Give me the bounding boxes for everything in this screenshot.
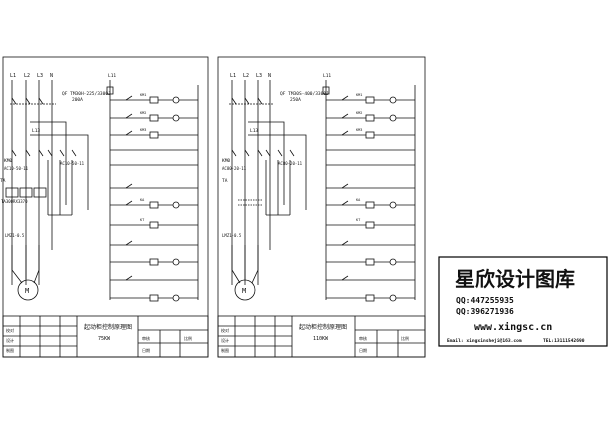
sheet-2-cell-check: 校对 (221, 327, 229, 333)
breaker-rating: 200A (72, 97, 83, 103)
phase-label-l3-2: L3 (256, 73, 262, 79)
ta-label: TA (0, 178, 6, 184)
sheet-2-cell-date: 日期 (359, 347, 367, 353)
sheet-1-cell-draw: 制图 (6, 347, 14, 353)
sheet-2-title: 起动柜控制原理图 (299, 323, 347, 331)
breaker-label-2: QF TM30S-400/3300J (280, 91, 329, 97)
sheet-2-power: 110KW (313, 336, 329, 342)
svg-text:KT: KT (140, 218, 145, 222)
svg-text:KM3: KM3 (140, 128, 146, 132)
ctrl-top-label: L11 (108, 73, 116, 79)
phase-label-l1-2: L1 (230, 73, 236, 79)
sheet-2-cell-draw: 制图 (221, 347, 229, 353)
rung-elements-2 (341, 95, 397, 302)
mains-label-2: L13 (250, 128, 258, 134)
svg-text:KA: KA (140, 198, 145, 202)
bottom-label: LMZ1-0.5 (5, 233, 25, 238)
ta-box-2 (19, 187, 33, 198)
svg-text:KM2: KM2 (140, 111, 146, 115)
ta-type: TA300RX3370 (1, 199, 28, 204)
watermark-url: www.xingsc.cn (474, 321, 552, 333)
svg-text:KM3: KM3 (356, 128, 362, 132)
svg-text:KM1: KM1 (140, 93, 146, 97)
ta-box-3 (33, 187, 47, 198)
watermark-title: 星欣设计图库 (455, 267, 575, 291)
ac-label: AC10-50-11 (4, 166, 29, 171)
svg-text:KA: KA (356, 198, 361, 202)
rung-elements (125, 95, 180, 302)
ta-box-1 (5, 187, 19, 198)
ac-label-2: AC80-20-11 (222, 166, 247, 171)
sheet-2-cell-design: 设计 (221, 337, 229, 343)
ctrl-top-label-2: L11 (323, 73, 331, 79)
sheet-1: L1 L2 L3 N QF TM30H-225/3300J 200A L13 K… (0, 56, 209, 358)
sheet-1-power: 75KW (98, 336, 111, 342)
sheet-1-cell-check: 校对 (6, 327, 14, 333)
sheet-1-cell-design: 设计 (6, 337, 14, 343)
km0-label: KM0 (4, 158, 12, 164)
watermark-qq1: QQ:447255935 (456, 296, 514, 305)
sheet-2: L1 L2 L3 N QF TM30S-400/3300J 250A L13 K… (217, 56, 426, 358)
watermark-box: 星欣设计图库 QQ:447255935 QQ:396271936 www.xin… (438, 256, 608, 347)
svg-text:KT: KT (356, 218, 361, 222)
watermark-email: Email: xingxinsheji@163.com (447, 337, 522, 344)
sheet-2-cell-review: 审核 (359, 335, 367, 341)
svg-text:AC80-20-11: AC80-20-11 (278, 161, 303, 166)
sheet-1-cell-scale: 比例 (184, 335, 192, 341)
fuse-symbol-2 (322, 86, 330, 95)
motor-symbol (17, 279, 39, 301)
mains-label: L13 (32, 128, 40, 134)
sheet-1-cell-review: 审核 (142, 335, 150, 341)
motor-label: M (25, 287, 29, 295)
phase-label-l3: L3 (37, 73, 43, 79)
svg-text:KM1: KM1 (356, 93, 362, 97)
phase-label-n: N (50, 73, 53, 79)
ta-label-2: TA (222, 178, 228, 184)
watermark-tel: TEL:13111542690 (543, 338, 585, 344)
phase-label-l1: L1 (10, 73, 16, 79)
breaker-rating-2: 250A (290, 97, 301, 103)
phase-label-l2-2: L2 (243, 73, 249, 79)
breaker-label: QF TM30H-225/3300J (62, 91, 111, 97)
km0-label-2: KM0 (222, 158, 230, 164)
title-block-1 (2, 315, 209, 358)
sheet-1-cell-date: 日期 (142, 347, 150, 353)
phase-label-n-2: N (268, 73, 271, 79)
watermark-qq2: QQ:396271936 (456, 307, 514, 316)
sheet-1-title: 起动柜控制原理图 (84, 323, 132, 331)
motor-label-2: M (242, 287, 246, 295)
svg-text:KM2: KM2 (356, 111, 362, 115)
phase-label-l2: L2 (24, 73, 30, 79)
sheet-2-cell-scale: 比例 (401, 335, 409, 341)
fuse-symbol (106, 86, 114, 95)
bottom-label-2: LMZ1-0.5 (222, 233, 242, 238)
title-block-2 (217, 315, 426, 358)
